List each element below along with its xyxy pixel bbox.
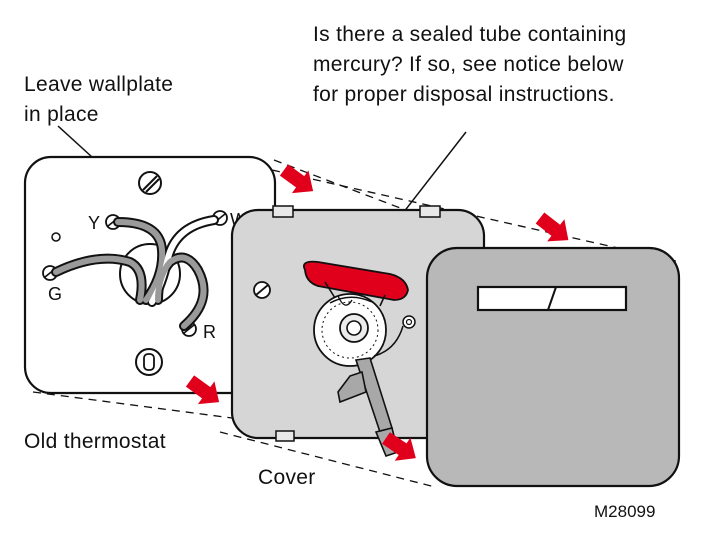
wallplate-label: Leave wallplate in place: [24, 73, 174, 126]
arrow-icon: [382, 432, 416, 461]
mounting-hole: [51, 232, 61, 242]
terminal-r-label: R: [203, 322, 216, 342]
thermostat-wires: [51, 215, 219, 331]
arrow-icon: [279, 164, 314, 194]
terminal-y-label: Y: [88, 213, 100, 233]
anticipator-screw: [402, 315, 416, 329]
cover-label: Cover: [258, 466, 316, 489]
figure-code-label: M28099: [594, 502, 656, 521]
wallplate-leader: [57, 125, 93, 158]
thermostat-base: [230, 205, 486, 457]
mercury-notice-label: Is there a sealed tube containing mercur…: [313, 23, 627, 106]
thermostat-cover: [425, 246, 681, 488]
old-thermostat-label: Old thermostat: [24, 430, 166, 453]
bottom-mounting-screw: [135, 348, 163, 376]
top-mounting-screw: [138, 171, 162, 195]
wallplate: Y W G R: [23, 155, 277, 395]
terminal-g-label: G: [48, 284, 62, 304]
guide-lines: [32, 159, 681, 488]
arrow-icon: [185, 375, 220, 405]
arrow-icon: [535, 212, 569, 242]
base-screw: [253, 281, 271, 299]
bimetal-coil: [313, 293, 387, 367]
mercury-tube-icon: [303, 260, 409, 307]
direction-arrows: [185, 164, 569, 461]
